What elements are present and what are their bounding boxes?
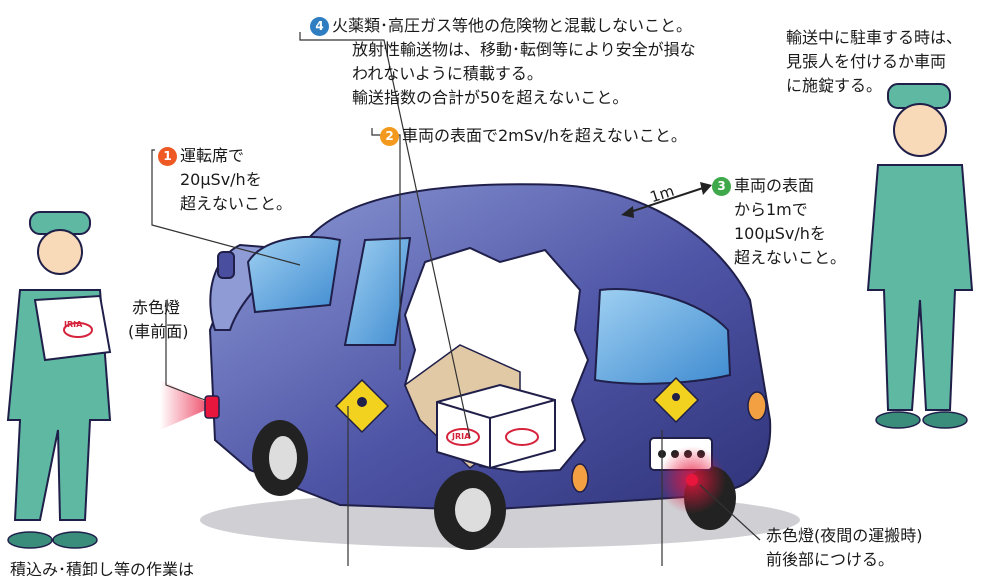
package-box-icon [436,383,556,470]
radiation-label-icon [334,376,700,434]
cargo-logo-text: JRIA [452,432,471,441]
worker-right [866,83,974,429]
worker-left [6,211,112,549]
number-badge-1: 1 [158,147,177,166]
number-badge-3: 3 [712,177,731,196]
wheels [252,420,736,550]
number-badge-4: 4 [310,17,329,36]
double-arrow-icon [621,182,712,218]
note-red-light-rear: 赤色燈(夜間の運搬時) 前後部につける。 [766,526,923,569]
note-loading: 積込み･積卸し等の作業は [10,560,195,576]
note-parking: 輸送中に駐車する時は、 見張人を付けるか車両 に施錠する。 [786,28,963,95]
package-logo-text: JRIA [64,320,83,329]
red-beacon-icon [160,380,726,514]
leader-lines [151,32,761,566]
van [208,183,772,550]
number-badge-2: 2 [380,127,399,146]
note-red-light-front: 赤色燈 (車前面) [128,298,189,341]
